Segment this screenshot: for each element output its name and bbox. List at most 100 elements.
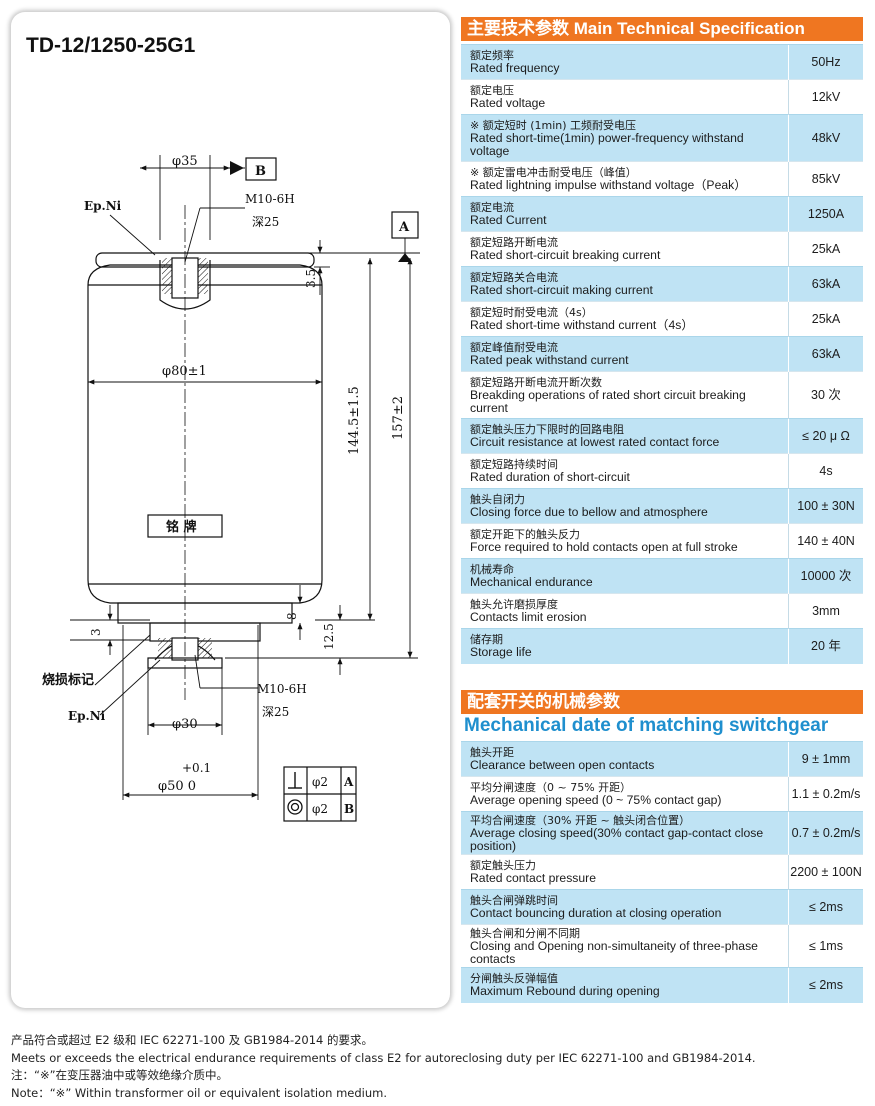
spec-label-en: Rated Current	[470, 213, 547, 227]
label-datum-a: A	[398, 220, 410, 235]
spec-label-zh: 触头允许磨损厚度	[470, 598, 558, 611]
spec-value: 1250A	[788, 196, 863, 232]
body-outline	[87, 264, 323, 604]
label-thread-bottom: M10-6H	[257, 682, 307, 696]
model-title: TD-12/1250-25G1	[26, 34, 196, 57]
spec-label-en: Force required to hold contacts open at …	[470, 540, 738, 554]
spec-value: 2200 ± 100N	[788, 854, 863, 890]
spec-label-zh: 机械寿命	[470, 563, 514, 576]
spec-label-en: Rated lightning impulse withstand voltag…	[470, 178, 747, 192]
perpendicularity-icon	[288, 772, 302, 789]
spec-value: 48kV	[788, 114, 863, 162]
spec-label-zh: 分闸触头反弹幅值	[470, 972, 558, 986]
spec-label-en: Rated contact pressure	[470, 871, 597, 885]
mech-spec-subtitle: Mechanical date of matching switchgear	[464, 715, 829, 736]
spec-value: 9 ± 1mm	[788, 741, 863, 777]
spec-label-zh: 平均合闸速度（30% 开距 ~ 触头闭合位置）	[470, 813, 691, 827]
spec-label-zh: 触头开距	[470, 746, 514, 759]
spec-label-en: Breakding operations of rated short circ…	[470, 387, 746, 415]
spec-value: 12kV	[788, 79, 863, 115]
label-h8: 8	[285, 612, 299, 620]
label-ep-ni-top: Ep.Ni	[84, 199, 122, 213]
spec-label-zh: 额定短路持续时间	[470, 458, 558, 471]
spec-value: 4s	[788, 453, 863, 489]
label-ep-ni-bottom: Ep.Ni	[68, 709, 106, 723]
spec-label-en: Closing and Opening non-simultaneity of …	[470, 938, 758, 966]
spec-label-en: Rated short-circuit making current	[470, 283, 653, 297]
spec-label-en: Contact bouncing duration at closing ope…	[470, 906, 722, 920]
spec-value: 1.1 ± 0.2m/s	[788, 776, 863, 812]
spec-value: ≤ 2ms	[788, 889, 863, 925]
label-thread-top: M10-6H	[245, 192, 295, 206]
spec-label-zh: 额定触头压力	[470, 859, 536, 872]
drawing-panel	[11, 12, 450, 1008]
label-burn-mark: 烧损标记	[42, 672, 94, 688]
label-h1445: 144.5±1.5	[347, 386, 362, 455]
note-line: 注：“※”在变压器油中或等效绝缘介质中。	[11, 1068, 229, 1082]
label-depth-top: 深25	[252, 215, 279, 229]
label-d50: φ50 0	[158, 779, 196, 794]
spec-label-zh: 触头自闭力	[470, 493, 525, 506]
spec-label-zh: 额定电压	[470, 84, 514, 97]
spec-value: 85kV	[788, 161, 863, 197]
coaxiality-icon	[287, 799, 303, 815]
spec-value: 50Hz	[788, 44, 863, 80]
spec-value: 3mm	[788, 593, 863, 629]
label-h35: 3.5	[304, 269, 318, 288]
spec-label-zh: ※ 额定雷电冲击耐受电压（峰值）	[470, 166, 637, 179]
label-d50-tol: +0.1	[182, 761, 211, 775]
label-h125: 12.5	[322, 623, 336, 650]
spec-label: 平均分闸速度（0 ~ 75% 开距）Average opening speed …	[461, 776, 789, 812]
spec-value: 20 年	[788, 628, 863, 664]
spec-label-en: Closing force due to bellow and atmosphe…	[470, 505, 708, 519]
spec-value: 30 次	[788, 371, 863, 419]
spec-label-en: Average opening speed (0 ~ 75% contact g…	[470, 793, 722, 807]
spec-value: ≤ 2ms	[788, 967, 863, 1003]
spec-label-zh: ※ 额定短时 (1min) 工频耐受电压	[470, 118, 637, 132]
spec-value: 25kA	[788, 231, 863, 267]
tol-perp-ref: A	[343, 775, 354, 789]
label-d35: φ35	[172, 154, 198, 169]
main-spec-header: 主要技术参数 Main Technical Specification	[461, 17, 863, 41]
mech-spec-header: 配套开关的机械参数	[461, 690, 863, 714]
spec-label-en: Average closing speed(30% contact gap-co…	[470, 825, 764, 853]
spec-label-zh: 储存期	[470, 633, 503, 647]
spec-label-zh: 额定短路关合电流	[470, 271, 558, 284]
spec-label-en: Mechanical endurance	[470, 575, 593, 589]
label-d30: φ30	[172, 717, 198, 732]
spec-value: ≤ 20 μ Ω	[788, 418, 863, 454]
label-d80: φ80±1	[162, 364, 207, 379]
label-h3: 3	[89, 628, 103, 636]
spec-value: 0.7 ± 0.2m/s	[788, 811, 863, 855]
spec-label-en: Rated voltage	[470, 96, 546, 110]
spec-value: 10000 次	[788, 558, 863, 594]
